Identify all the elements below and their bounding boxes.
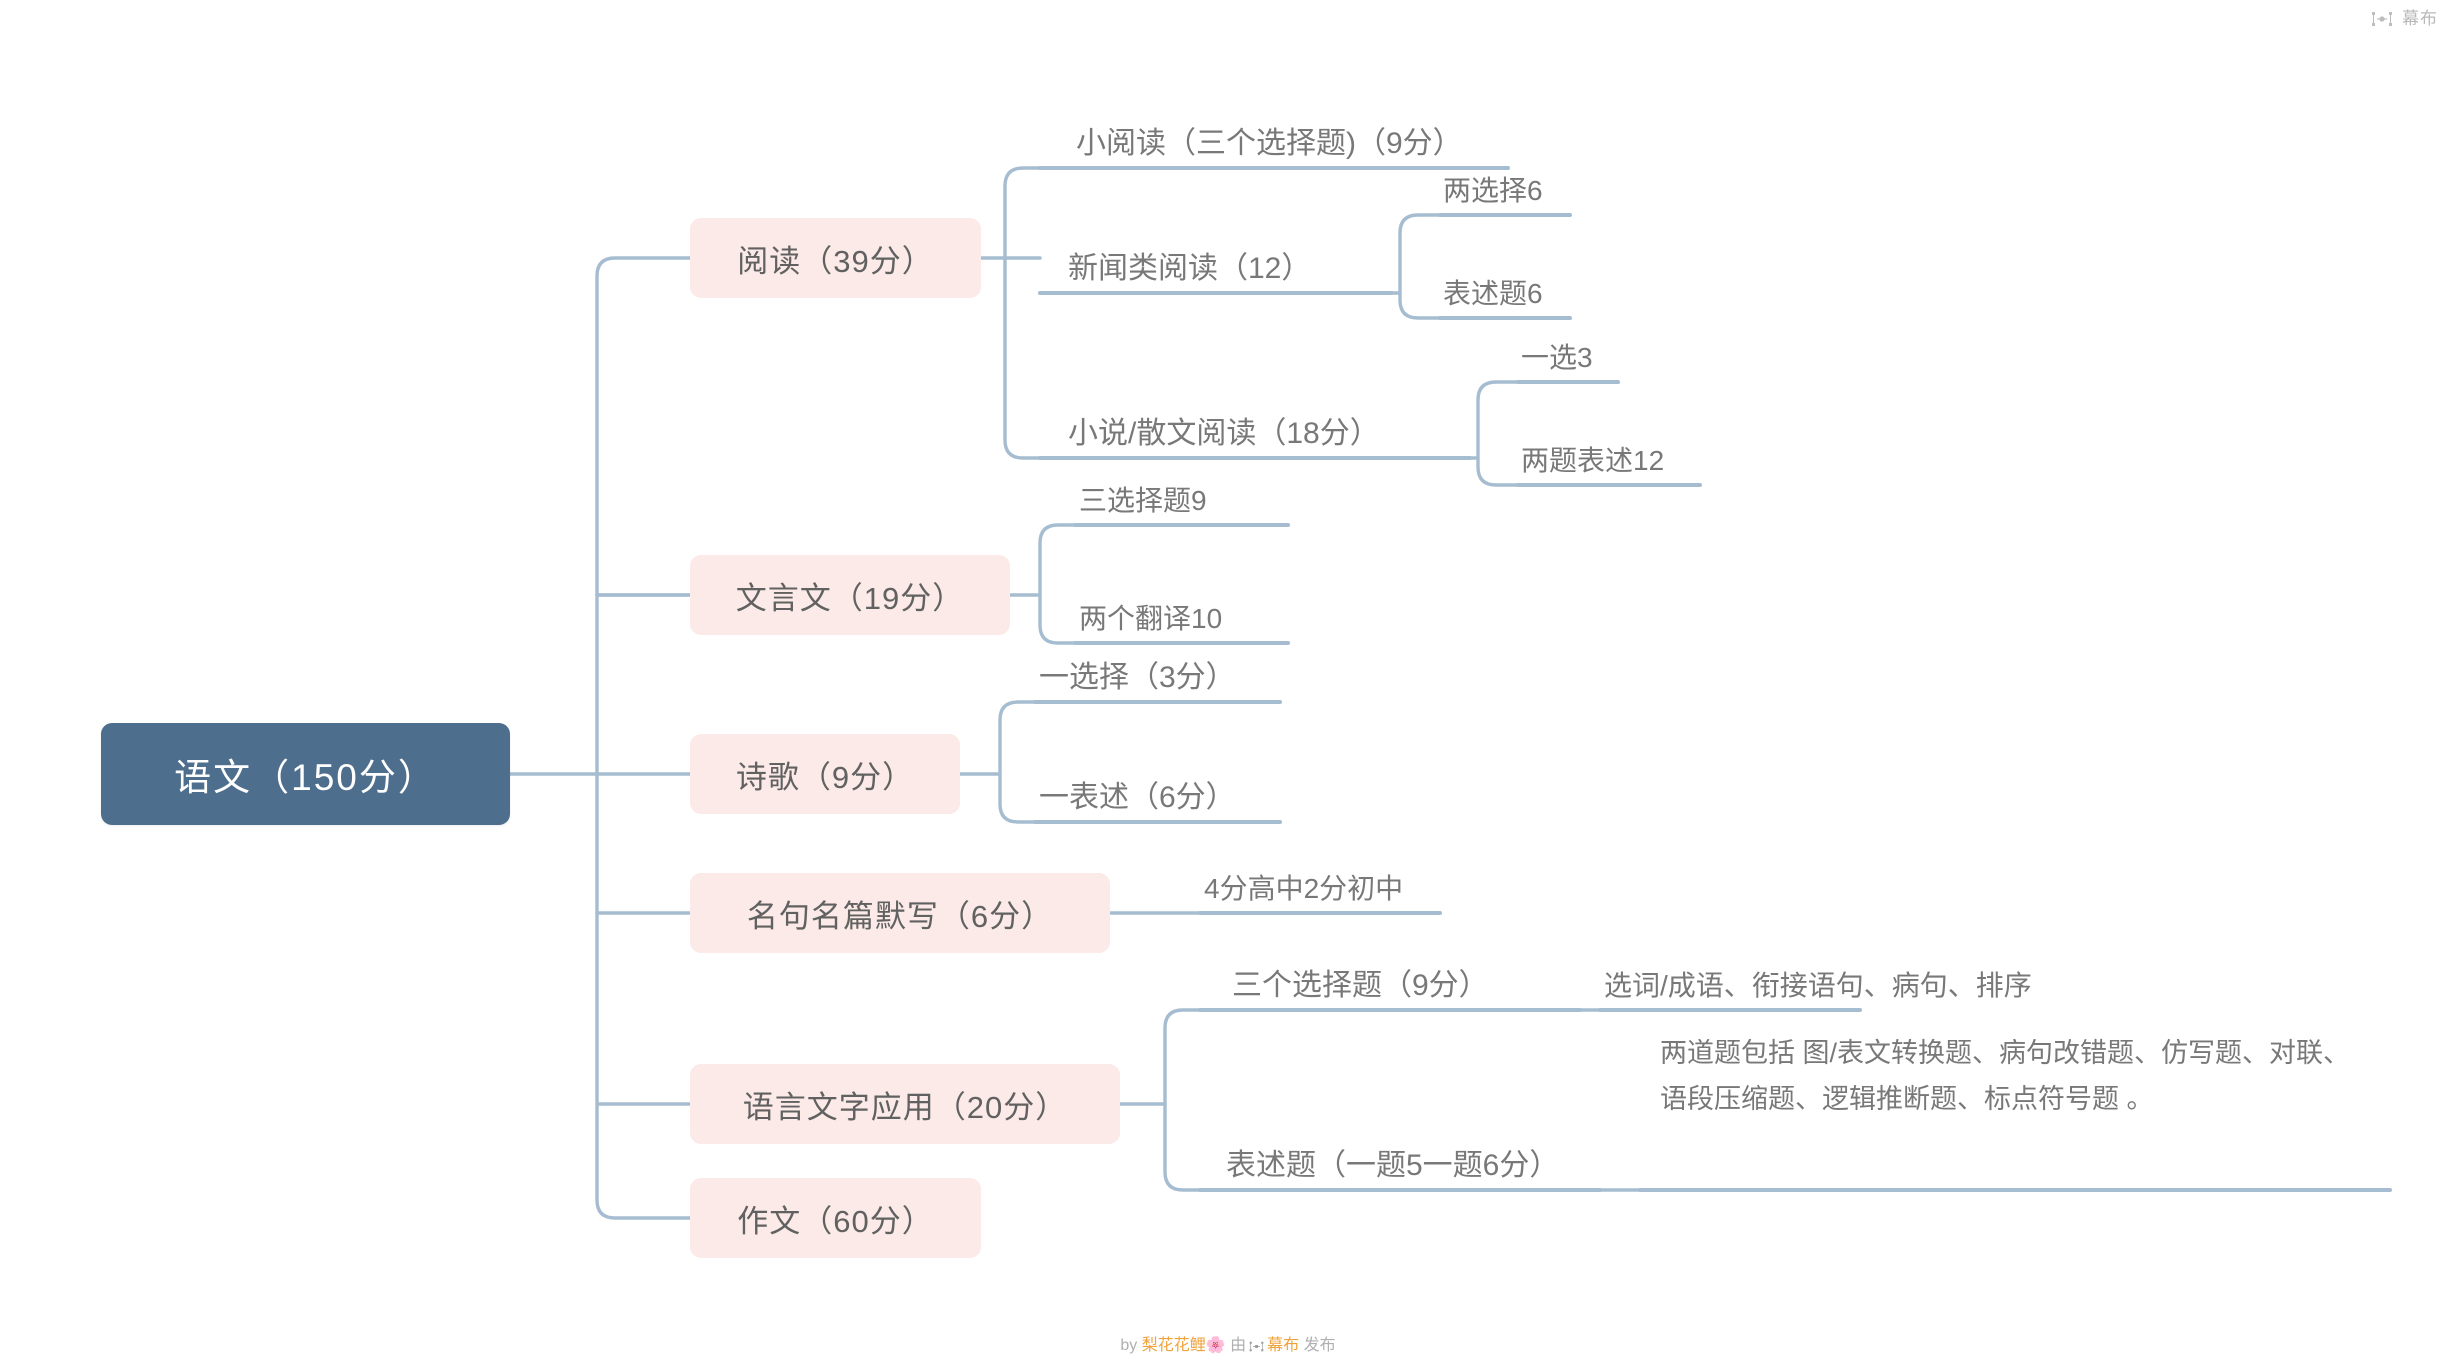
- branch-node-recitation[interactable]: 名句名篇默写（6分）: [690, 873, 1110, 953]
- leaf-node-label: 三个选择题（9分）: [1232, 969, 1489, 1002]
- branch-node-label: 名句名篇默写（6分）: [746, 898, 1054, 934]
- mubu-logo-icon: [2372, 11, 2392, 26]
- leaf-node-label: 两选择6: [1443, 175, 1543, 206]
- leaf-node-news-reading[interactable]: 新闻类阅读（12）: [1068, 229, 1311, 293]
- leaf-node-label: 一选择（3分）: [1039, 661, 1236, 694]
- leaf-node-poetry-choice[interactable]: 一选择（3分）: [1039, 638, 1236, 702]
- leaf-node-label: 一表述（6分）: [1039, 781, 1236, 814]
- leaf-node-label: 新闻类阅读（12）: [1068, 252, 1312, 285]
- root-node-label: 语文（150分）: [174, 757, 437, 798]
- leaf-node-label: 一选3: [1521, 342, 1593, 373]
- leaf-node-label: 选词/成语、衔接语句、病句、排序: [1604, 970, 2032, 1001]
- footer-publish-label: 发布: [1303, 1337, 1336, 1354]
- footer-author: 梨花花鲤: [1141, 1337, 1206, 1354]
- leaf-node-three-choice-questions[interactable]: 三个选择题（9分）: [1232, 946, 1489, 1010]
- leaf-node-short-answer-questions[interactable]: 表述题（一题5一题6分）: [1226, 1126, 1559, 1190]
- leaf-node-news-short-answer[interactable]: 表述题6: [1443, 258, 1543, 318]
- leaf-node-label: 两题表述12: [1521, 445, 1665, 476]
- root-node[interactable]: 语文（150分）: [101, 723, 510, 825]
- branch-node-label: 文言文（19分）: [735, 580, 965, 616]
- leaf-node-label: 表述题（一题5一题6分）: [1226, 1149, 1560, 1182]
- leaf-node-label: 两道题包括 图/表文转换题、病句改错题、仿写题、对联、语段压缩题、逻辑推断题、标…: [1660, 1038, 2351, 1115]
- leaf-node-label: 表述题6: [1443, 278, 1543, 309]
- leaf-node-label: 两个翻译10: [1079, 603, 1223, 634]
- footer-by-label: by: [1120, 1337, 1138, 1354]
- mubu-logo-icon-small: [1249, 1341, 1264, 1352]
- leaf-node-news-two-choice[interactable]: 两选择6: [1443, 155, 1543, 215]
- leaf-node-label: 4分高中2分初中: [1204, 873, 1404, 904]
- branch-node-classical-chinese[interactable]: 文言文（19分）: [690, 555, 1010, 635]
- branch-node-poetry[interactable]: 诗歌（9分）: [690, 734, 960, 814]
- leaf-node-poetry-short-answer[interactable]: 一表述（6分）: [1039, 758, 1236, 822]
- branch-node-label: 语言文字应用（20分）: [742, 1089, 1068, 1125]
- branch-node-language-application[interactable]: 语言文字应用（20分）: [690, 1064, 1120, 1144]
- footer-credit: by 梨花花鲤🌸 由 幕布 发布: [0, 1338, 2456, 1354]
- sakura-icon: 🌸: [1205, 1337, 1226, 1354]
- leaf-node-classical-translation[interactable]: 两个翻译10: [1079, 583, 1222, 643]
- leaf-node-fiction-prose-reading[interactable]: 小说/散文阅读（18分）: [1068, 394, 1380, 458]
- footer-via-label: 由: [1230, 1337, 1247, 1354]
- leaf-node-label: 三选择题9: [1079, 485, 1207, 516]
- leaf-node-classical-three-choice[interactable]: 三选择题9: [1079, 465, 1207, 525]
- leaf-node-word-choice-list[interactable]: 选词/成语、衔接语句、病句、排序: [1604, 950, 2032, 1010]
- leaf-node-fiction-one-choice[interactable]: 一选3: [1521, 322, 1593, 382]
- branch-node-composition[interactable]: 作文（60分）: [690, 1178, 981, 1258]
- branch-node-label: 作文（60分）: [737, 1203, 934, 1239]
- leaf-node-fiction-two-short-answer[interactable]: 两题表述12: [1521, 425, 1664, 485]
- leaf-node-short-reading[interactable]: 小阅读（三个选择题)（9分）: [1076, 104, 1463, 168]
- leaf-node-label: 小阅读（三个选择题)（9分）: [1076, 127, 1463, 160]
- footer-platform: 幕布: [1267, 1337, 1300, 1354]
- brand-name: 幕布: [2402, 9, 2438, 28]
- branch-node-label: 诗歌（9分）: [735, 759, 915, 795]
- branch-node-reading[interactable]: 阅读（39分）: [690, 218, 981, 298]
- leaf-node-recitation-split[interactable]: 4分高中2分初中: [1204, 853, 1403, 913]
- branch-node-label: 阅读（39分）: [737, 243, 934, 279]
- brand-logo[interactable]: 幕布: [2371, 10, 2438, 27]
- leaf-node-label: 小说/散文阅读（18分）: [1068, 417, 1380, 450]
- leaf-node-two-question-detail[interactable]: 两道题包括 图/表文转换题、病句改错题、仿写题、对联、语段压缩题、逻辑推断题、标…: [1660, 1030, 2360, 1123]
